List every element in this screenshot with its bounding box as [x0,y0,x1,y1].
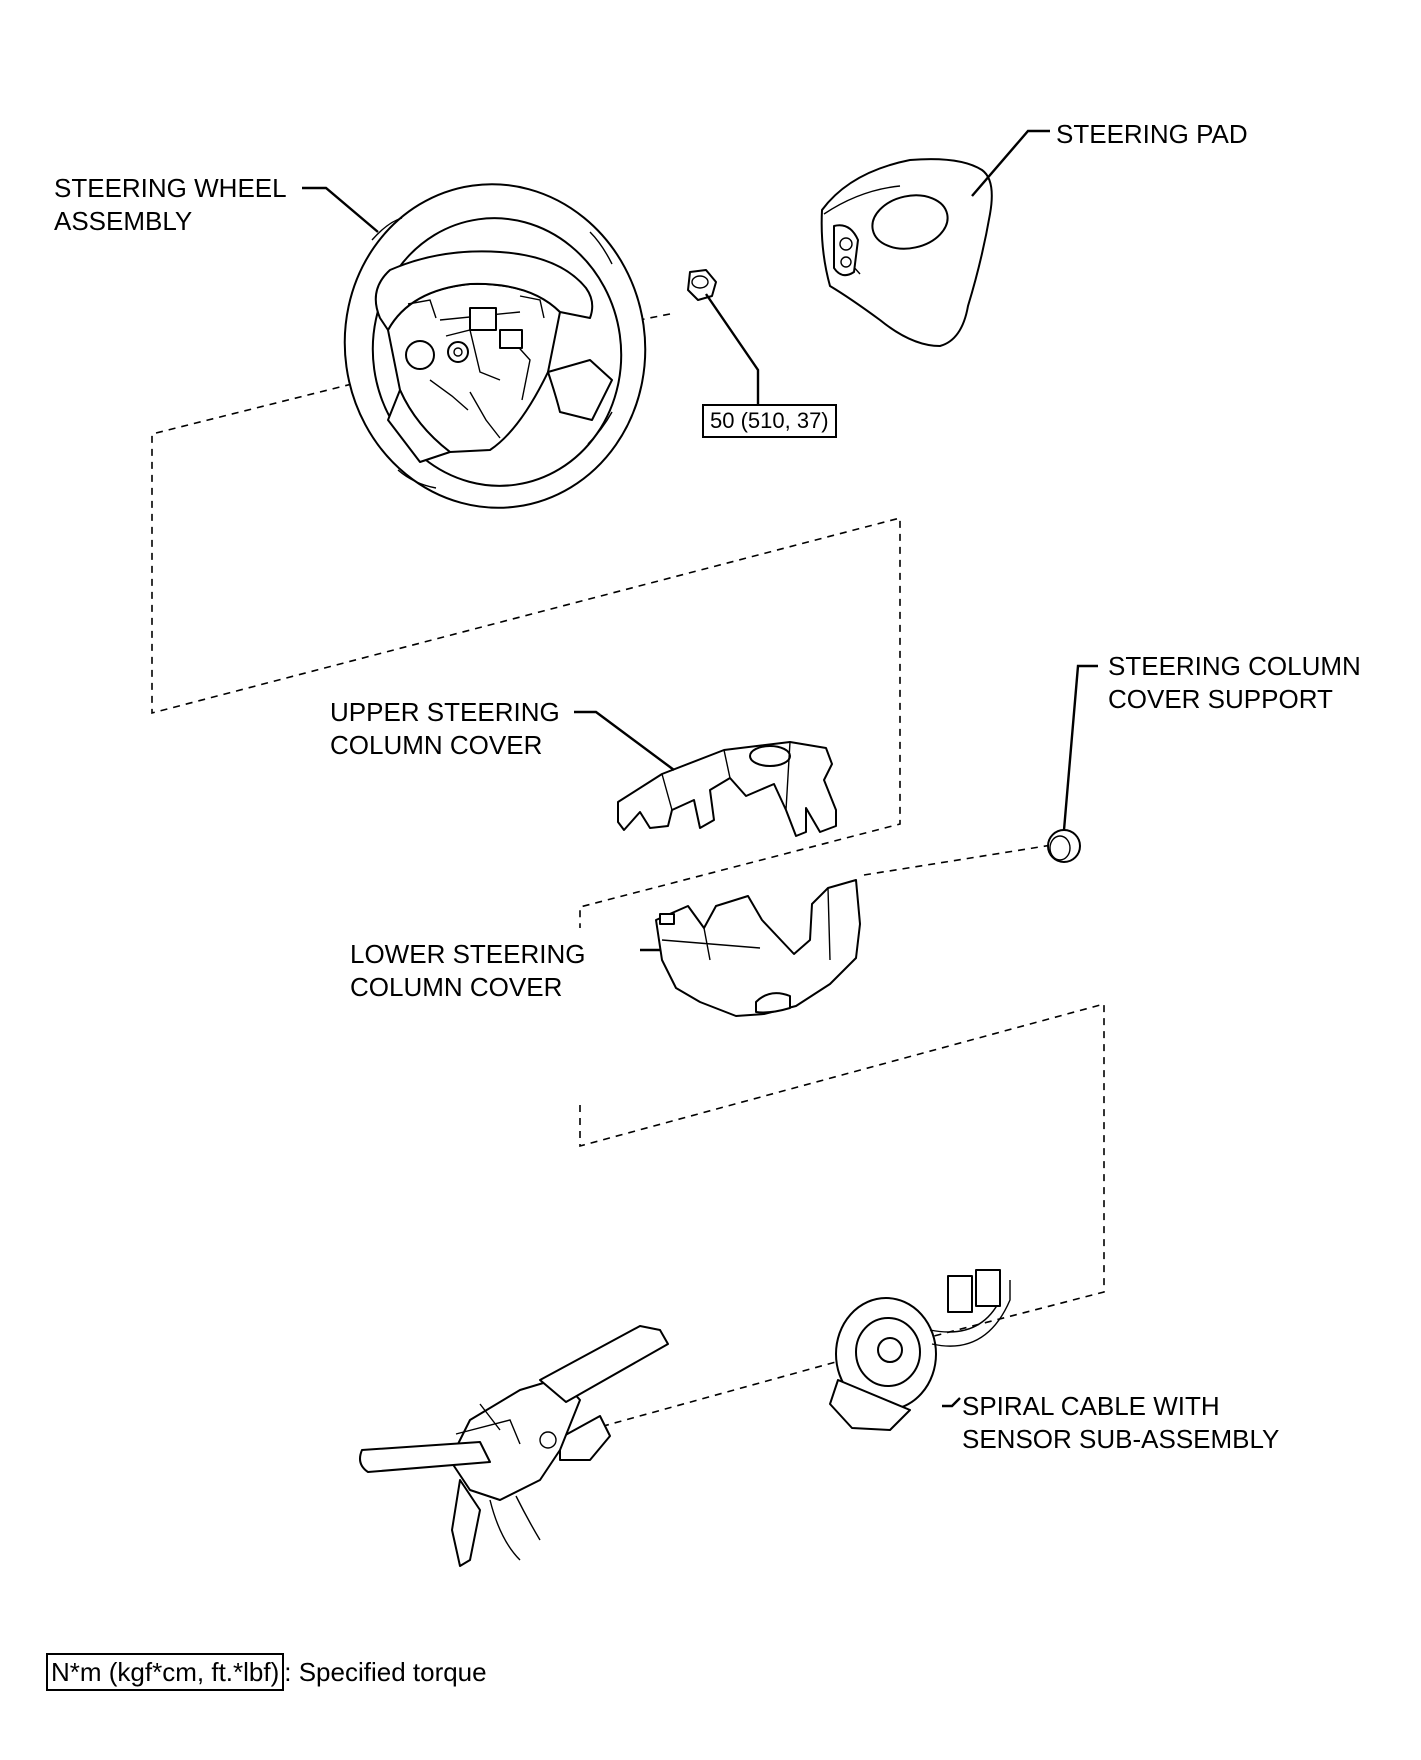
column-cover-support-label: STEERING COLUMN COVER SUPPORT [1108,650,1361,716]
spiral-cable-drawing [829,1269,1011,1431]
lower-column-cover-drawing [655,879,861,1017]
spiral-cable-label: SPIRAL CABLE WITH SENSOR SUB-ASSEMBLY [962,1390,1279,1456]
torque-spec-box: 50 (510, 37) [702,404,837,438]
column-cover-support-label-line-2: COVER SUPPORT [1108,684,1333,714]
spiral-cable-label-line-1: SPIRAL CABLE WITH [962,1391,1220,1421]
assembly-dashed-lines [151,313,1105,1439]
column-cover-support-drawing [1047,829,1081,863]
steering-wheel-drawing [343,183,647,509]
combination-switch-drawing [359,1325,669,1567]
upper-column-cover-label-line-2: COLUMN COVER [330,730,543,760]
legend-unit-box: N*m (kgf*cm, ft.*lbf) [46,1653,285,1691]
steering-pad-drawing [820,158,993,347]
upper-column-cover-label: UPPER STEERING COLUMN COVER [330,696,560,762]
steering-wheel-label-line-1: STEERING WHEEL [54,173,287,203]
lower-column-cover-label: LOWER STEERING COLUMN COVER [350,938,585,1004]
legend-text: : Specified torque [284,1657,487,1687]
torque-legend: N*m (kgf*cm, ft.*lbf): Specified torque [46,1653,487,1691]
upper-column-cover-label-line-1: UPPER STEERING [330,697,560,727]
upper-column-cover-drawing [617,741,837,837]
column-cover-support-label-line-1: STEERING COLUMN [1108,651,1361,681]
steering-wheel-nut [687,269,717,301]
lower-column-cover-label-line-2: COLUMN COVER [350,972,563,1002]
spiral-cable-label-line-2: SENSOR SUB-ASSEMBLY [962,1424,1280,1454]
steering-wheel-label: STEERING WHEEL ASSEMBLY [54,172,287,238]
lower-column-cover-label-line-1: LOWER STEERING [350,939,586,969]
leader-lines [302,129,1098,1408]
steering-wheel-label-line-2: ASSEMBLY [54,206,193,236]
steering-pad-label: STEERING PAD [1056,119,1248,149]
